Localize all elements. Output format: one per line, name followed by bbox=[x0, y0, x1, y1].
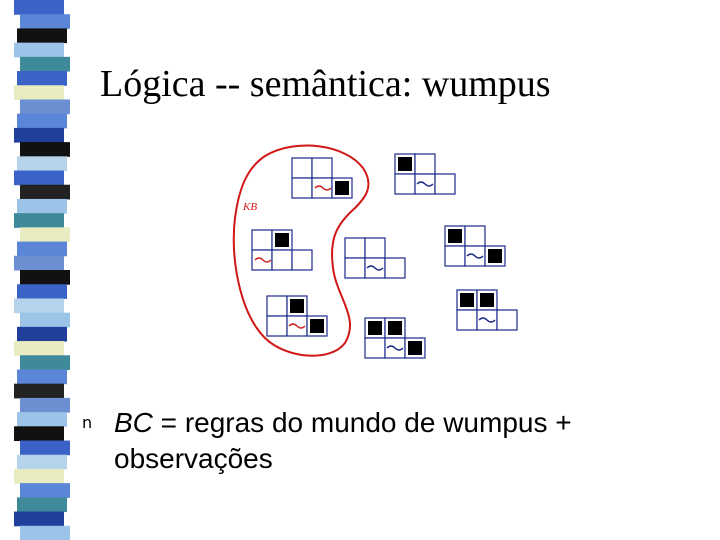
stripe-segment bbox=[14, 128, 64, 143]
pit-square-icon bbox=[460, 293, 474, 307]
stripe-segment bbox=[14, 43, 64, 58]
stripe-segment bbox=[14, 384, 64, 399]
bullet-text: BC = regras do mundo de wumpus + observa… bbox=[114, 405, 694, 477]
pit-square-icon bbox=[275, 233, 289, 247]
stripe-segment bbox=[20, 270, 70, 285]
pit-square-icon bbox=[388, 321, 402, 335]
stripe-segment bbox=[17, 455, 67, 470]
pit-square-icon bbox=[488, 249, 502, 263]
stripe-segment bbox=[20, 142, 70, 157]
stripe-segment bbox=[17, 284, 67, 299]
stripe-segment bbox=[14, 469, 64, 484]
wumpus-models-diagram: KB bbox=[225, 138, 530, 370]
stripe-segment bbox=[17, 28, 67, 43]
stripe-segment bbox=[17, 199, 67, 214]
pit-square-icon bbox=[408, 341, 422, 355]
stripe-segment bbox=[20, 526, 70, 540]
pit-square-icon bbox=[448, 229, 462, 243]
stripe-segment bbox=[20, 355, 70, 370]
pit-square-icon bbox=[310, 319, 324, 333]
pit-square-icon bbox=[398, 157, 412, 171]
stripe-segment bbox=[14, 213, 64, 228]
stripe-segment bbox=[14, 426, 64, 441]
stripe-segment bbox=[17, 71, 67, 86]
stripe-segment bbox=[17, 114, 67, 129]
stripe-segment bbox=[20, 99, 70, 114]
stripe-segment bbox=[20, 57, 70, 72]
stripe-segment bbox=[17, 242, 67, 257]
bullet-body: = regras do mundo de wumpus + observaçõe… bbox=[114, 407, 572, 474]
stripe-segment bbox=[17, 369, 67, 384]
pit-square-icon bbox=[368, 321, 382, 335]
stripe-segment bbox=[14, 0, 64, 15]
bullet-marker-icon: n bbox=[82, 413, 92, 432]
stripe-segment bbox=[20, 398, 70, 413]
stripe-segment bbox=[14, 512, 64, 527]
stripe-segment bbox=[17, 497, 67, 512]
stripe-segment bbox=[20, 14, 70, 29]
model-grid bbox=[345, 238, 405, 278]
stripe-segment bbox=[17, 412, 67, 427]
stripe-segment bbox=[14, 341, 64, 356]
stripe-segment bbox=[20, 313, 70, 328]
pit-square-icon bbox=[480, 293, 494, 307]
kb-label: KB bbox=[242, 201, 257, 213]
stripe-segment bbox=[20, 441, 70, 456]
pit-square-icon bbox=[290, 299, 304, 313]
slide-title: Lógica -- semântica: wumpus bbox=[100, 62, 551, 106]
stripe-segment bbox=[20, 227, 70, 242]
stripe-segment bbox=[20, 483, 70, 498]
stripe-segment bbox=[17, 327, 67, 342]
bullet-term: BC bbox=[114, 407, 153, 438]
stripe-segment bbox=[14, 171, 64, 186]
pit-square-icon bbox=[335, 181, 349, 195]
stripe-segment bbox=[14, 85, 64, 100]
stripe-segment bbox=[14, 256, 64, 271]
stripe-segment bbox=[20, 185, 70, 200]
stripe-segment bbox=[17, 156, 67, 171]
decorative-stripe bbox=[0, 0, 72, 540]
stripe-segment bbox=[14, 298, 64, 313]
